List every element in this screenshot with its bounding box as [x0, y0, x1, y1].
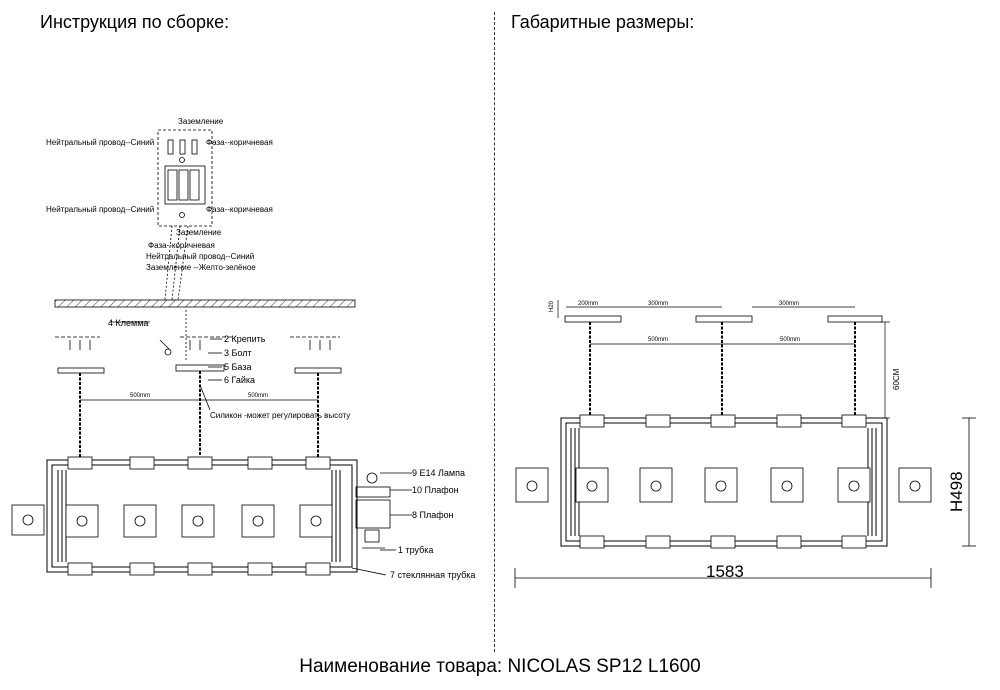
wiring-ground-top-label: Заземление	[178, 117, 224, 126]
callout-bolt: 3 Болт	[224, 348, 252, 358]
right-canopies	[564, 315, 883, 323]
wiring-ground-bottom-label: Заземление	[176, 228, 222, 237]
panel-divider	[494, 12, 495, 652]
wiring-neutral-top-label: Нейтральный провод--Синий	[46, 138, 154, 147]
wiring-diagram	[157, 129, 213, 301]
callout-tube: 1 трубка	[398, 545, 433, 555]
right-span2-label: 500mm	[780, 337, 800, 343]
callout-silicone: Силикон -может регулировать высоту	[210, 411, 350, 420]
right-chains	[589, 322, 856, 418]
callout-shade10: 10 Плафон	[412, 485, 459, 495]
callout-fix: 2 Крепить	[224, 334, 266, 344]
assembly-instructions-title: Инструкция по сборке:	[40, 12, 230, 32]
mounting-hardware	[55, 310, 340, 360]
left-span2-label: 500mm	[248, 393, 268, 399]
overall-height-label: H498	[947, 471, 966, 512]
right-bulbs	[526, 480, 921, 492]
product-name: Наименование товара: NICOLAS SP12 L1600	[299, 656, 701, 677]
suspension-chains	[79, 371, 319, 462]
legend-neutral-label: Нейтральный провод--Синий	[146, 252, 254, 261]
callout-terminal: 4 Клемма	[108, 318, 148, 328]
dim-seg2: 300mm	[648, 301, 668, 307]
left-span1-label: 500mm	[130, 393, 150, 399]
chain-length-label: 60CM	[892, 368, 901, 390]
callout-nut: 6 Гайка	[224, 375, 255, 385]
right-span-dims	[590, 321, 890, 419]
callout-lamp: 9 E14 Лампа	[412, 468, 465, 478]
right-top-dims	[557, 300, 855, 318]
left-bulbs	[22, 514, 322, 527]
dimensions-title: Габаритные размеры:	[511, 12, 695, 32]
wiring-neutral-bottom-label: Нейтральный провод--Синий	[46, 205, 154, 214]
callout-base: 5 База	[224, 362, 251, 372]
callout-shade8: 8 Плафон	[412, 510, 454, 520]
wiring-phase-bottom-label: Фаза--коричневая	[206, 205, 273, 214]
right-span1-label: 500mm	[648, 337, 668, 343]
overall-width-label: 1583	[706, 562, 744, 581]
overall-dimensions	[514, 417, 976, 588]
dim-seg3: 300mm	[779, 301, 799, 307]
left-lamp-shades	[11, 456, 333, 576]
dim-seg1: 200mm	[578, 301, 598, 307]
legend-phase-label: Фаза--коричневая	[148, 241, 215, 250]
ceiling-line	[54, 299, 356, 308]
legend-ground-label: Заземление --Желто-зелёное	[146, 263, 256, 272]
callout-glass-tube: 7 стеклянная трубка	[390, 570, 475, 580]
wiring-phase-top-label: Фаза--коричневая	[206, 138, 273, 147]
right-lamp-shades	[515, 414, 932, 549]
exploded-lamp-parts	[110, 321, 412, 576]
dim-top-offset: H20	[549, 300, 555, 312]
